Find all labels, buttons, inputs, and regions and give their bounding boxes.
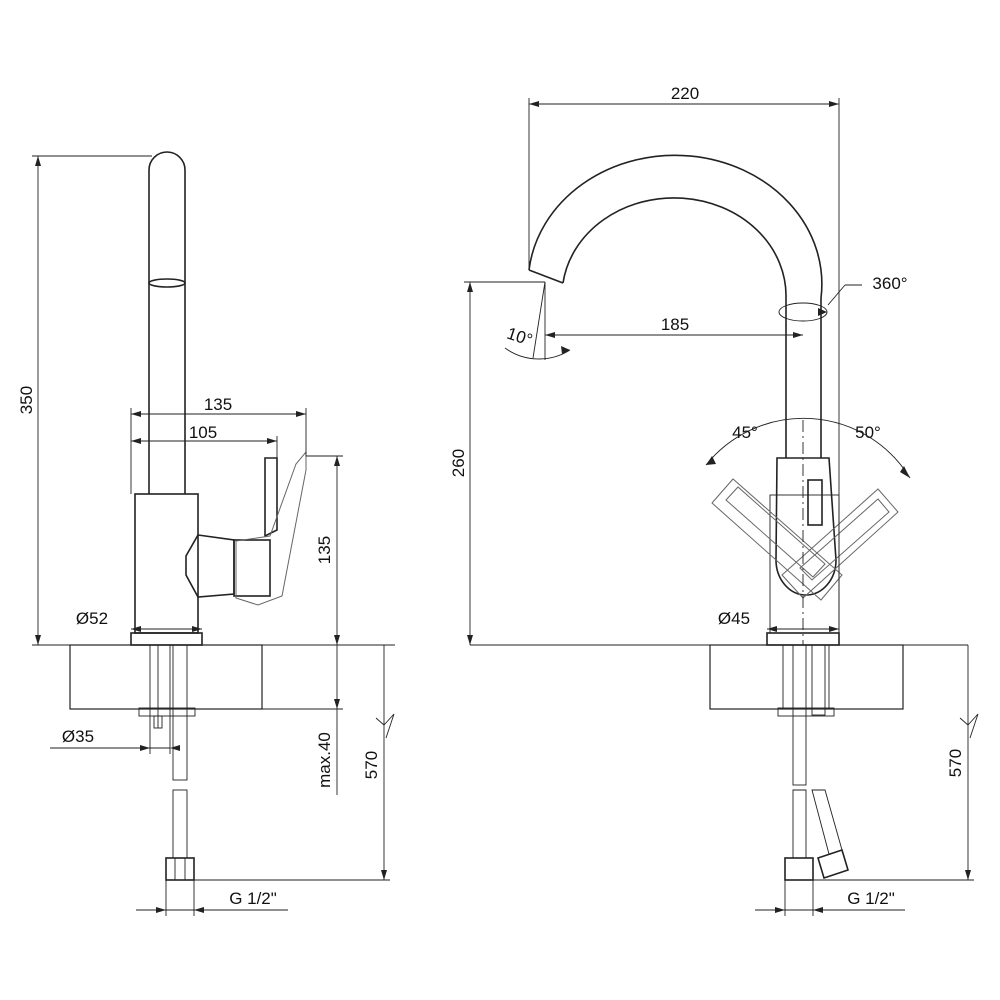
angle-10: 10° bbox=[505, 324, 535, 350]
dim-570-right: 570 bbox=[946, 749, 965, 777]
fixing-nut bbox=[153, 715, 163, 729]
dim-105: 105 bbox=[189, 423, 217, 442]
spout-outer bbox=[528, 154, 823, 299]
hose-fitting-cold bbox=[784, 857, 814, 881]
dim-diameter-45: Ø45 bbox=[718, 609, 750, 628]
base-ring bbox=[130, 632, 203, 646]
hose-hot-lower bbox=[811, 789, 843, 855]
dim-diameter-35: Ø35 bbox=[62, 727, 94, 746]
lever-front bbox=[807, 479, 823, 526]
spout-tube bbox=[148, 151, 186, 494]
dim-diameter-52: Ø52 bbox=[76, 609, 108, 628]
front-view: 45° 50° 220 185 260 10° 360° Ø4 bbox=[449, 84, 979, 916]
spout-tip bbox=[528, 269, 564, 284]
thread-size-right: G 1/2" bbox=[847, 889, 895, 908]
dim-135-horizontal: 135 bbox=[204, 395, 232, 414]
dim-260: 260 bbox=[449, 449, 468, 477]
dim-max-40: max.40 bbox=[315, 732, 334, 788]
rotation-360: 360° bbox=[872, 274, 907, 293]
lever-ghost bbox=[235, 450, 307, 606]
lever-hub bbox=[233, 539, 271, 597]
supply-hose-lower bbox=[172, 789, 188, 859]
faucet-body bbox=[134, 493, 199, 634]
hose-cold-lower bbox=[792, 789, 807, 859]
countertop-section-left bbox=[69, 644, 263, 710]
cartridge-housing bbox=[185, 534, 235, 598]
dim-570-left: 570 bbox=[362, 751, 381, 779]
lever-ghost-left bbox=[711, 478, 843, 601]
angle-45: 45° bbox=[732, 423, 758, 442]
hose-fitting-hot bbox=[817, 848, 849, 880]
angle-50: 50° bbox=[855, 423, 881, 442]
lever-handle bbox=[264, 457, 278, 538]
lever-swing-arc bbox=[705, 417, 911, 479]
spout-inner bbox=[562, 197, 787, 299]
dim-135-vertical: 135 bbox=[315, 536, 334, 564]
spout-ring bbox=[148, 278, 186, 288]
dim-185: 185 bbox=[661, 315, 689, 334]
dim-350: 350 bbox=[17, 386, 36, 414]
lever-ghost-right bbox=[781, 488, 899, 599]
countertop-section-right bbox=[709, 644, 904, 710]
faucet-body-front bbox=[775, 457, 837, 596]
hose-fitting bbox=[165, 857, 195, 881]
side-view: 350 135 105 135 Ø52 Ø35 bbox=[17, 151, 395, 916]
fixing-washer bbox=[138, 707, 196, 717]
dim-220: 220 bbox=[671, 84, 699, 103]
thread-size-left: G 1/2" bbox=[229, 889, 277, 908]
